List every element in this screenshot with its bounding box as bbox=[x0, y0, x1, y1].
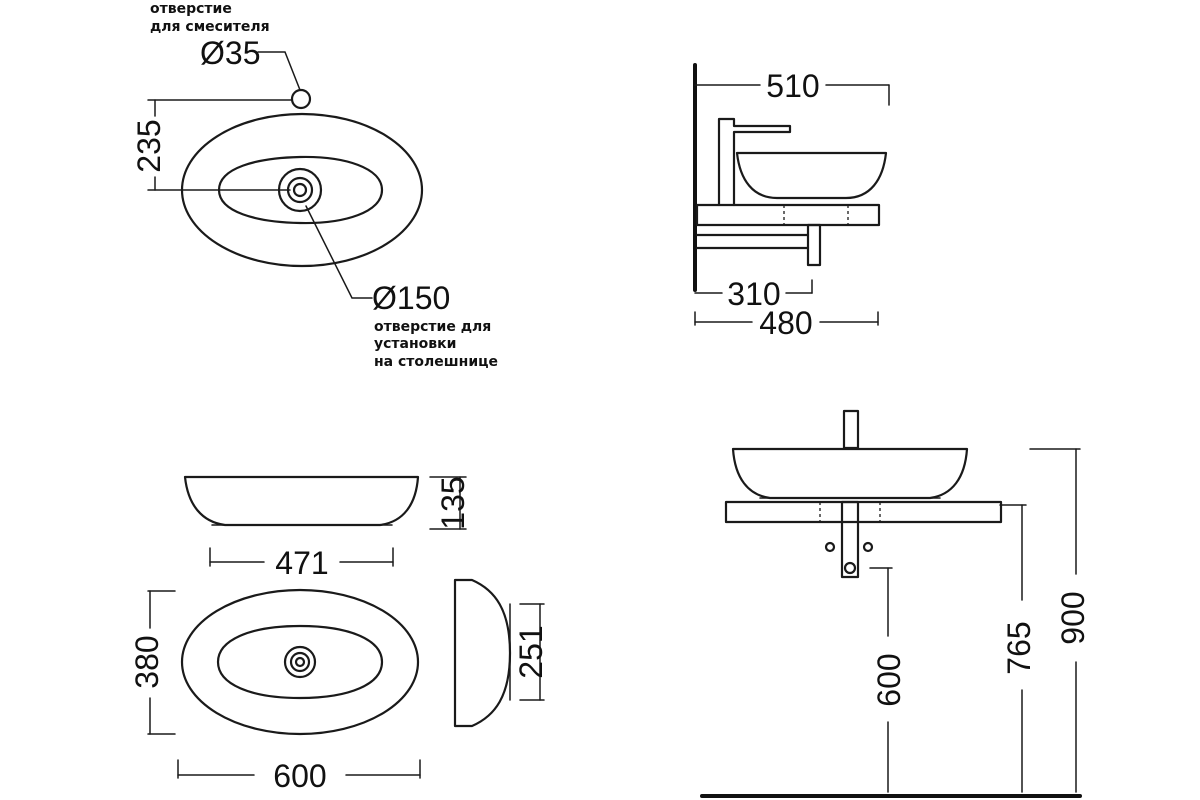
faucet-side bbox=[717, 117, 792, 207]
front-view: 135 471 bbox=[183, 475, 471, 581]
install-rim-height-label: 900 bbox=[1055, 591, 1091, 644]
drain-ring-top bbox=[286, 176, 314, 204]
plan-width-label: 600 bbox=[273, 758, 326, 794]
drain-hole-note-line-2: установки bbox=[374, 336, 456, 352]
plan-depth-label: 380 bbox=[129, 635, 165, 688]
side-view: 510 310 480 bbox=[693, 63, 890, 341]
basin-inner-bowl-top bbox=[217, 155, 384, 225]
wall-bolt-left-icon bbox=[824, 541, 836, 553]
mixer-hole-circle bbox=[290, 88, 312, 110]
side-bracket-depth-label: 310 bbox=[727, 276, 780, 312]
basin-side bbox=[735, 151, 888, 200]
drain-outlet-install bbox=[843, 561, 857, 575]
install-drain-height-label: 600 bbox=[871, 653, 907, 706]
bracket-post-side bbox=[806, 223, 822, 267]
basin-end bbox=[453, 578, 512, 728]
faucet-install bbox=[842, 409, 860, 450]
drain-outer-ring-plan bbox=[283, 645, 317, 679]
side-projection-label: 510 bbox=[766, 68, 819, 104]
drain-hole-note-line-3: на столешнице bbox=[374, 354, 498, 370]
side-counter-depth-label: 480 bbox=[759, 305, 812, 341]
drain-hole-diameter-label: Ø150 bbox=[372, 280, 450, 316]
mixer-hole-note-line-1: отверстие bbox=[150, 1, 232, 17]
drain-core-top bbox=[292, 182, 308, 198]
top-depth-label: 235 bbox=[131, 119, 167, 172]
basin-install bbox=[731, 447, 969, 500]
front-height-label: 135 bbox=[435, 476, 471, 529]
end-view: 251 bbox=[453, 578, 549, 728]
front-inner-width-label: 471 bbox=[275, 545, 328, 581]
install-counter-height-label: 765 bbox=[1001, 621, 1037, 674]
drain-hole-note-line-1: отверстие для bbox=[374, 319, 491, 335]
basin-front bbox=[183, 475, 420, 527]
installation-view: 600 765 900 bbox=[700, 409, 1091, 798]
basin-outline-plan bbox=[180, 588, 420, 736]
countertop-install bbox=[724, 500, 1003, 524]
mixer-hole-note-line-2: для смесителя bbox=[150, 19, 270, 35]
drain-pipe-install bbox=[840, 500, 860, 579]
countertop-side bbox=[695, 203, 881, 227]
mixer-hole-diameter-label: Ø35 bbox=[200, 35, 260, 71]
drain-core-plan bbox=[294, 656, 306, 668]
wall-bolt-right-icon bbox=[862, 541, 874, 553]
plan-view: 380 600 bbox=[129, 588, 421, 794]
drain-ring-plan bbox=[289, 651, 311, 673]
end-inner-depth-label: 251 bbox=[513, 625, 549, 678]
top-view: 235 Ø35 отверстие для смесителя Ø150 отв… bbox=[131, 1, 498, 370]
basin-inner-bowl-plan bbox=[216, 624, 384, 700]
